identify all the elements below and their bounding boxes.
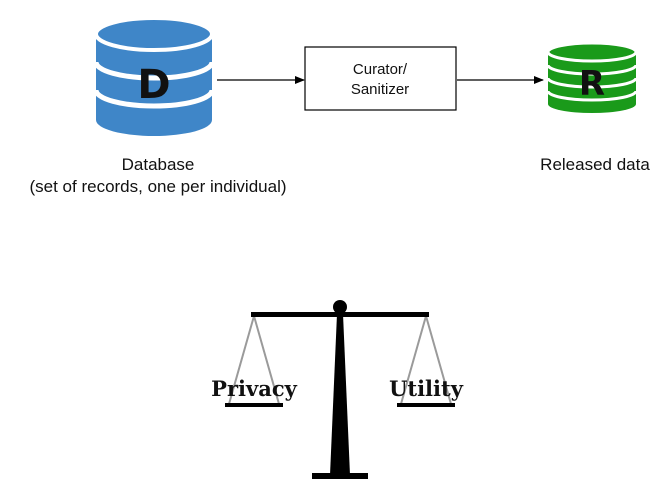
database-letter: D [137,62,170,108]
curator-sanitizer-box: Curator/ Sanitizer [304,46,457,111]
released-letter: R [579,64,605,104]
curator-label-line2: Sanitizer [351,81,409,98]
curator-label-line1: Curator/ [353,61,408,78]
privacy-label: Privacy [211,376,297,401]
released-caption: Released data [540,155,650,174]
balance-scale-icon [225,300,455,479]
utility-label: Utility [389,376,464,401]
database-icon: D [93,16,215,136]
released-data-icon: R [546,41,638,113]
database-subcaption: (set of records, one per individual) [29,177,286,196]
database-caption: Database [122,155,195,174]
